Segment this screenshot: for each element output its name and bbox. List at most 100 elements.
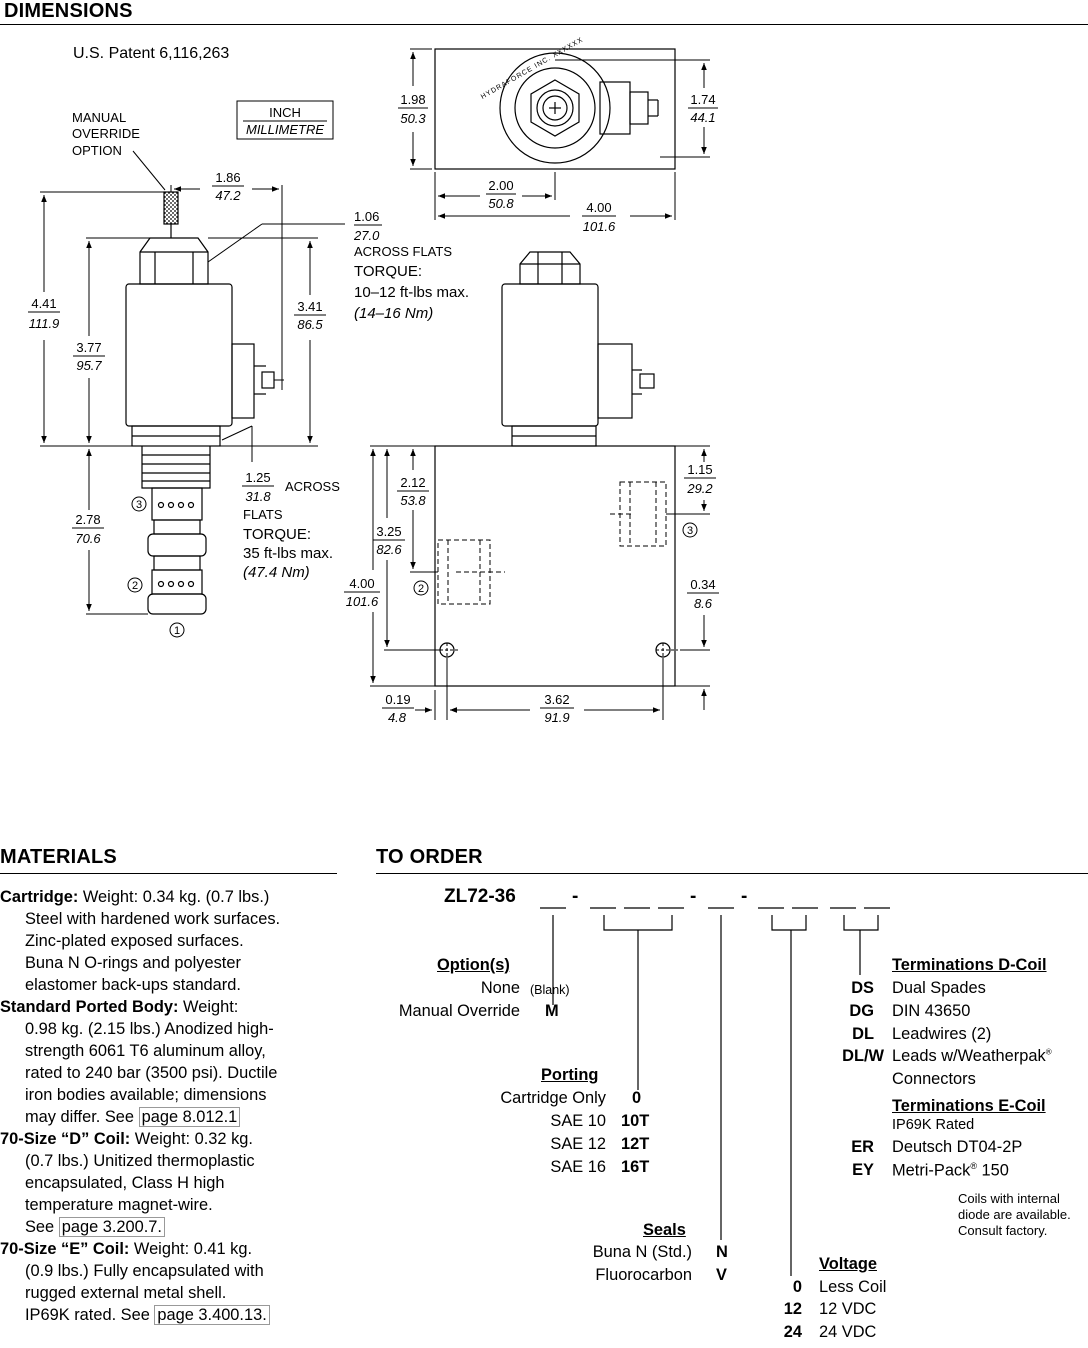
across-flats-1: ACROSS FLATS: [354, 244, 452, 259]
option-manual-code: M: [545, 1002, 559, 1020]
term-d-code-2: DL: [852, 1025, 874, 1043]
materials-ecoil: 70-Size “E” Coil: Weight: 0.41 kg. (0.9 …: [0, 1238, 340, 1326]
seal-item-1: Fluorocarbon: [595, 1266, 692, 1284]
porting-code-1: 10T: [621, 1112, 650, 1130]
dim-198: 1.98: [400, 92, 425, 107]
body-port-2-marker: 2: [413, 580, 429, 596]
porting-code-3: 16T: [621, 1158, 650, 1176]
patent-text: U.S. Patent 6,116,263: [73, 45, 229, 62]
porting-item-2: SAE 12: [550, 1135, 606, 1153]
dash-1: -: [572, 886, 579, 907]
term-d-item-1: DIN 43650: [892, 1002, 971, 1020]
dim-278-mm: 70.6: [75, 531, 101, 546]
materials-cartridge: Cartridge: Weight: 0.34 kg. (0.7 lbs.) S…: [0, 888, 281, 994]
dim-212: 2.12: [400, 475, 425, 490]
porting-item-1: SAE 10: [550, 1112, 606, 1130]
torque-2-val: 35 ft-lbs max.: [243, 545, 333, 562]
dim-019-mm: 4.8: [388, 710, 407, 725]
seals-title: Seals: [643, 1221, 686, 1239]
dim-278: 2.78: [75, 512, 100, 527]
voltage-item-2: 24 VDC: [819, 1323, 877, 1341]
term-e-subtitle: IP69K Rated: [892, 1117, 975, 1133]
dim-441-mm: 111.9: [29, 316, 60, 331]
voltage-code-0: 0: [792, 1278, 802, 1296]
term-e-code-0: ER: [851, 1138, 874, 1156]
dim-400b: 4.00: [349, 576, 374, 591]
top-view: [434, 48, 676, 170]
model-code: ZL72-36: [444, 886, 516, 907]
term-e-item-0: Deutsch DT04-2P: [892, 1138, 1023, 1156]
port-1-label: 1: [174, 625, 180, 637]
term-d-item-0: Dual Spades: [892, 979, 986, 997]
dim-034: 0.34: [690, 577, 715, 592]
dim-186: 1.86: [215, 170, 240, 185]
materials-heading: MATERIALS: [0, 846, 117, 868]
term-d-connectors: Connectors: [892, 1070, 976, 1088]
term-d-item-2: Leadwires (2): [892, 1025, 992, 1043]
dim-200-mm: 50.8: [488, 196, 514, 211]
port-1-marker: 1: [169, 622, 185, 638]
dcoil-page-link[interactable]: page 3.200.7.: [58, 1217, 165, 1237]
dash-2: -: [690, 886, 697, 907]
dim-115: 1.15: [687, 462, 712, 477]
body-page-link[interactable]: page 8.012.1: [138, 1107, 241, 1127]
torque-2-nm: (47.4 Nm): [243, 564, 310, 581]
dim-325-mm: 82.6: [376, 542, 402, 557]
dim-106: 1.06: [354, 209, 379, 224]
unit-legend: INCH MILLIMETRE: [236, 100, 334, 140]
dim-441: 4.41: [31, 296, 56, 311]
dimensions-drawing: U.S. Patent 6,116,263 INCH MILLIMETRE MA…: [28, 36, 719, 725]
term-e-code-1: EY: [852, 1161, 874, 1179]
dim-125: 1.25: [245, 470, 270, 485]
dim-400b-mm: 101.6: [346, 594, 379, 609]
to-order-rule: [376, 873, 1088, 874]
option-manual: Manual Override: [398, 1002, 520, 1020]
dimensions-heading: DIMENSIONS: [4, 0, 133, 22]
voltage-code-2: 24: [783, 1323, 802, 1341]
flats-label: FLATS: [243, 507, 283, 522]
dim-377-mm: 95.7: [76, 358, 102, 373]
body-port-3-marker: 3: [682, 522, 698, 538]
unit-mm: MILLIMETRE: [246, 122, 324, 137]
dash-3: -: [741, 886, 748, 907]
dim-125-mm: 31.8: [245, 489, 271, 504]
port-3-label: 3: [136, 499, 142, 511]
seal-code-0: N: [716, 1243, 728, 1261]
voltage-item-0: Less Coil: [819, 1278, 887, 1296]
voltage-code-1: 12: [783, 1300, 802, 1318]
dim-400: 4.00: [586, 200, 611, 215]
voltage-title: Voltage: [819, 1255, 877, 1273]
options-title: Option(s): [437, 956, 510, 974]
note-line-1: diode are available.: [958, 1207, 1071, 1222]
materials-body: Standard Ported Body: Weight: 0.98 kg. (…: [0, 998, 278, 1127]
porting-title: Porting: [541, 1066, 599, 1084]
dim-106-mm: 27.0: [353, 228, 380, 243]
voltage-item-1: 12 VDC: [819, 1300, 877, 1318]
dim-034-mm: 8.6: [694, 596, 713, 611]
porting-item-0: Cartridge Only: [500, 1089, 606, 1107]
term-d-item-3: Leads w/Weatherpak®: [892, 1047, 1052, 1065]
dim-198-mm: 50.3: [400, 111, 426, 126]
dim-174: 1.74: [690, 92, 715, 107]
across-label: ACROSS: [285, 479, 340, 494]
dim-341: 3.41: [297, 299, 322, 314]
term-e-title: Terminations E-Coil: [892, 1097, 1046, 1115]
manual-override-line1: MANUAL: [72, 110, 126, 125]
dim-377: 3.77: [76, 340, 101, 355]
dim-362: 3.62: [544, 692, 569, 707]
dim-325: 3.25: [376, 524, 401, 539]
dim-200: 2.00: [488, 178, 513, 193]
note-line-0: Coils with internal: [958, 1191, 1060, 1206]
dim-341-mm: 86.5: [297, 317, 323, 332]
body-port-3-label: 3: [687, 525, 693, 537]
dimensions-rule: [0, 24, 1088, 25]
term-d-code-1: DG: [849, 1002, 874, 1020]
torque-2: TORQUE:: [243, 526, 311, 543]
seal-code-1: V: [716, 1266, 727, 1284]
dim-186-mm: 47.2: [215, 188, 241, 203]
ecoil-page-link[interactable]: page 3.400.13.: [154, 1305, 270, 1325]
dim-115-mm: 29.2: [686, 481, 713, 496]
cartridge-view: [125, 191, 275, 615]
dim-400-mm: 101.6: [583, 219, 616, 234]
